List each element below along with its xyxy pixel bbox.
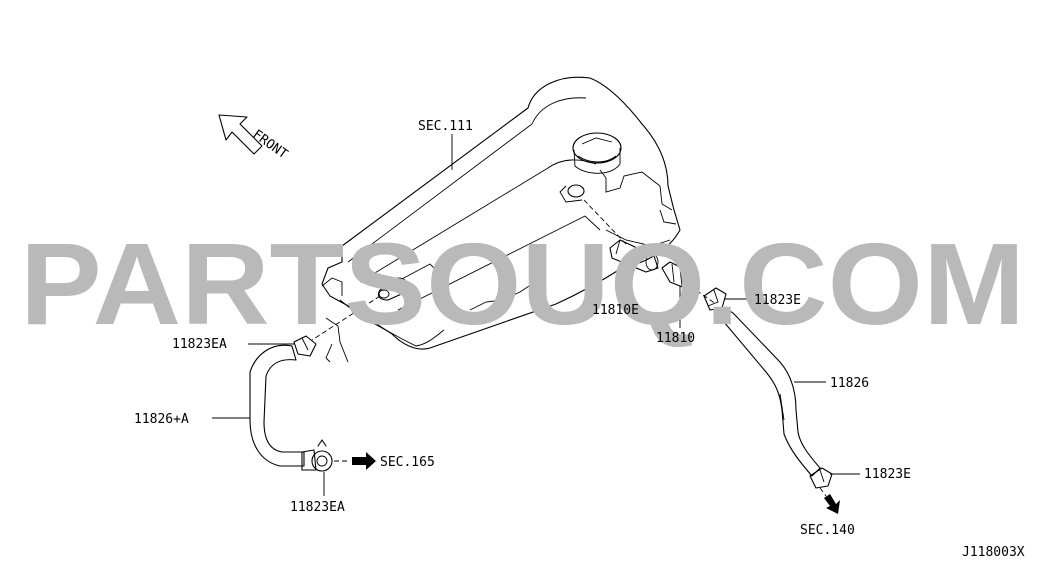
label-sec-140: SEC.140 [800,523,855,538]
pcv-grommet [609,239,659,273]
label-sec-165: SEC.165 [380,455,435,470]
label-11823e-lower: 11823E [864,467,911,482]
watermark: PARTSOUQ.COM [20,219,1025,349]
label-sec-111: SEC.111 [418,119,473,134]
label-front: FRONT [250,127,291,162]
label-11810e: 11810E [592,303,639,318]
label-11823ea-upper: 11823EA [172,337,227,352]
pcv-valve [661,261,697,291]
dash-left-breather [311,295,381,341]
clamp-upper-right [703,287,727,311]
dash-valve-to-hose [689,285,717,305]
hose-11826a [249,344,305,467]
label-11826: 11826 [830,376,869,391]
valve-cover [321,76,681,363]
sec-140-arrow-icon [824,494,840,514]
clamp-upper-left [293,335,317,357]
sec-165-arrow-icon [352,452,376,470]
diagram-code: J118003X [962,545,1025,560]
label-11823ea-lower: 11823EA [290,500,345,515]
label-11826a: 11826+A [134,412,189,427]
hose-11826 [720,310,821,477]
label-11810: 11810 [656,331,695,346]
dash-cover-to-valve [583,199,627,245]
dash-sec-140 [819,487,827,497]
label-11823e-upper: 11823E [754,293,801,308]
clamp-lower-right [809,467,833,489]
leader-11810e [621,261,633,299]
front-arrow-icon [218,114,263,155]
clamp-lower-left [301,439,333,472]
